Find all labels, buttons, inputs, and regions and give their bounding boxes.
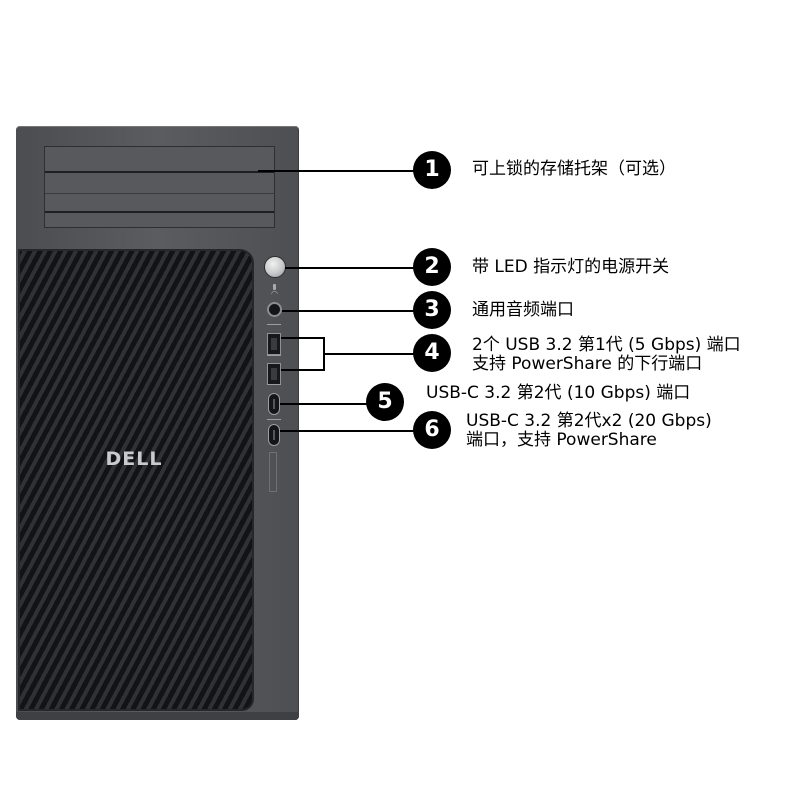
bracket-top — [281, 337, 325, 339]
callout-1-line-1: 可上锁的存储托架（可选） — [472, 159, 676, 179]
callout-text-3: 通用音频端口 — [472, 301, 574, 320]
usb-c-port-10gbps — [268, 393, 280, 415]
bay-seam-bottom — [45, 211, 274, 213]
bracket-bottom — [281, 369, 325, 371]
dell-logo: DELL — [105, 448, 163, 470]
callout-badge-5: 5 — [366, 383, 404, 421]
bay-seam-top — [45, 171, 274, 173]
callout-3-line-1: 通用音频端口 — [472, 300, 574, 320]
leader-line-4 — [323, 353, 418, 355]
usb-c-label-mark — [267, 384, 281, 390]
callout-6-line-1: USB-C 3.2 第2代x2 (20 Gbps) — [466, 411, 712, 431]
callout-text-1: 可上锁的存储托架（可选） — [472, 160, 676, 179]
callout-4-line-1: 2个 USB 3.2 第1代 (5 Gbps) 端口 — [472, 335, 741, 355]
power-led-icon — [273, 284, 276, 290]
headset-icon: ◠ — [271, 289, 278, 298]
callout-2-line-1: 带 LED 指示灯的电源开关 — [472, 257, 670, 277]
audio-jack — [267, 302, 282, 317]
storage-bay — [44, 146, 275, 228]
usb-a-port-1 — [267, 333, 281, 355]
usb-c-port-20gbps — [268, 424, 280, 446]
callout-badge-4: 4 — [413, 334, 451, 372]
usb-label-mark — [267, 324, 281, 330]
callout-6-line-2: 端口，支持 PowerShare — [466, 430, 657, 450]
bay-seam-middle — [45, 193, 274, 194]
leader-line-2 — [285, 267, 418, 269]
power-button — [264, 256, 286, 278]
callout-5-line-1: USB-C 3.2 第2代 (10 Gbps) 端口 — [426, 383, 691, 403]
leader-line-3 — [282, 310, 418, 312]
callout-text-4: 2个 USB 3.2 第1代 (5 Gbps) 端口 支持 PowerShare… — [472, 336, 741, 374]
callout-text-5: USB-C 3.2 第2代 (10 Gbps) 端口 — [426, 384, 690, 403]
callout-text-2: 带 LED 指示灯的电源开关 — [472, 258, 669, 277]
callout-text-6: USB-C 3.2 第2代x2 (20 Gbps) 端口，支持 PowerSha… — [466, 412, 712, 450]
usb-label-mark — [267, 355, 281, 361]
leader-line-1 — [258, 170, 418, 172]
callout-badge-1: 1 — [413, 151, 451, 189]
callout-badge-6: 6 — [413, 411, 451, 449]
usb-a-port-2 — [267, 363, 281, 385]
leader-line-6 — [280, 430, 418, 432]
callout-badge-3: 3 — [413, 291, 451, 329]
front-grille — [18, 249, 254, 711]
callout-badge-2: 2 — [413, 248, 451, 286]
card-slot — [269, 452, 277, 492]
usb-c-label-mark — [267, 419, 281, 425]
tower-foot — [16, 712, 299, 720]
callout-4-line-2: 支持 PowerShare 的下行端口 — [472, 354, 703, 374]
leader-line-5 — [280, 403, 370, 405]
